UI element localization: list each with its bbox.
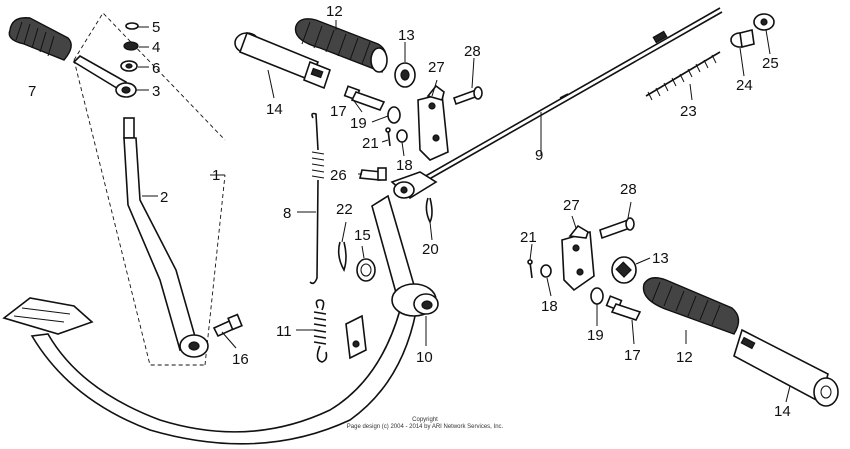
callout-12-right: 12 (676, 349, 693, 366)
part-18-clip-top (396, 129, 408, 143)
callout-27-right: 27 (563, 197, 580, 214)
part-19-washer-top (387, 106, 401, 124)
part-10-pivot-lever (371, 194, 439, 317)
part-28-pin-top (452, 86, 483, 106)
callout-4: 4 (152, 39, 160, 56)
callout-12-top: 12 (326, 3, 343, 20)
part-27-bracket-right (561, 224, 595, 292)
callout-16: 16 (232, 351, 249, 368)
part-13-collar-right (611, 256, 637, 284)
part-26-bolt (358, 167, 387, 181)
callout-22: 22 (336, 201, 353, 218)
copyright-notice: Copyright Page design (c) 2004 - 2014 by… (347, 417, 504, 430)
callout-23: 23 (680, 103, 697, 120)
callout-14-top: 14 (266, 101, 283, 118)
part-7-grip (8, 17, 72, 61)
part-4-washer (123, 41, 139, 51)
part-9-brake-rod (390, 7, 723, 199)
part-17-bolt-top (343, 85, 386, 111)
callout-20: 20 (422, 241, 439, 258)
part-27-bracket-top (417, 84, 449, 161)
copyright-line-2: Page design (c) 2004 - 2014 by ARI Netwo… (347, 424, 504, 430)
callout-8: 8 (283, 205, 291, 222)
callout-15: 15 (354, 227, 371, 244)
assembly-bracket (73, 12, 226, 366)
part-5-washer (125, 22, 139, 30)
callout-18-right: 18 (541, 298, 558, 315)
callout-13-top: 13 (398, 27, 415, 44)
part-14-footrest-rod-top (234, 31, 331, 90)
part-11-spring (313, 299, 328, 363)
callout-11: 11 (276, 323, 292, 340)
callout-17-right: 17 (624, 347, 641, 364)
part-2-kick-shaft (123, 117, 209, 358)
callout-21-top: 21 (362, 135, 379, 152)
part-3-kick-arm (72, 55, 137, 98)
part-21-pin-right (527, 259, 533, 279)
callout-19-right: 19 (587, 327, 604, 344)
part-12-footrest-rubber-right (642, 277, 740, 335)
callout-19-top: 19 (350, 115, 367, 132)
callout-24: 24 (736, 77, 753, 94)
callout-17-top: 17 (330, 103, 347, 120)
callout-25: 25 (762, 55, 779, 72)
part-28-pin-right (599, 217, 635, 240)
callout-26: 26 (330, 167, 347, 184)
part-20-cotter-pin (425, 197, 433, 224)
callout-18-top: 18 (396, 157, 413, 174)
callout-10: 10 (416, 349, 433, 366)
callout-27-top: 27 (428, 59, 445, 76)
part-24-adjuster-nut (730, 29, 755, 48)
part-15-washer (356, 258, 376, 282)
callout-labels: 1 2 3 4 5 6 7 8 9 10 11 12 12 13 13 14 1… (28, 3, 791, 420)
part-spring-hook-bracket (345, 314, 367, 360)
part-12-footrest-rubber-top (294, 18, 388, 73)
callout-6: 6 (152, 60, 160, 77)
callout-13-right: 13 (652, 250, 669, 267)
part-22-cotter-pin (337, 241, 347, 272)
callout-14-right: 14 (774, 403, 791, 420)
part-25-joint (753, 13, 775, 31)
callout-28-right: 28 (620, 181, 637, 198)
part-23-brake-spring (645, 51, 721, 101)
part-16-bolt (212, 313, 243, 338)
part-6-nut (120, 60, 138, 72)
callout-9: 9 (535, 147, 543, 164)
part-14-footrest-rod-right (733, 328, 839, 407)
part-19-washer-right (590, 287, 604, 305)
part-13-collar-top (394, 62, 416, 88)
callout-21-right: 21 (520, 229, 537, 246)
part-21-pin-top (385, 127, 391, 147)
copyright-line-1: Copyright (412, 417, 438, 423)
callout-3: 3 (152, 83, 160, 100)
callout-2: 2 (160, 189, 168, 206)
part-8-spring-rod (309, 112, 325, 285)
callout-28-top: 28 (464, 43, 481, 60)
part-18-clip-right (540, 264, 552, 278)
callout-7: 7 (28, 83, 36, 100)
leader-lines (136, 20, 791, 403)
callout-1: 1 (212, 167, 220, 184)
part-17-bolt-right (605, 295, 642, 321)
callout-5: 5 (152, 19, 160, 36)
